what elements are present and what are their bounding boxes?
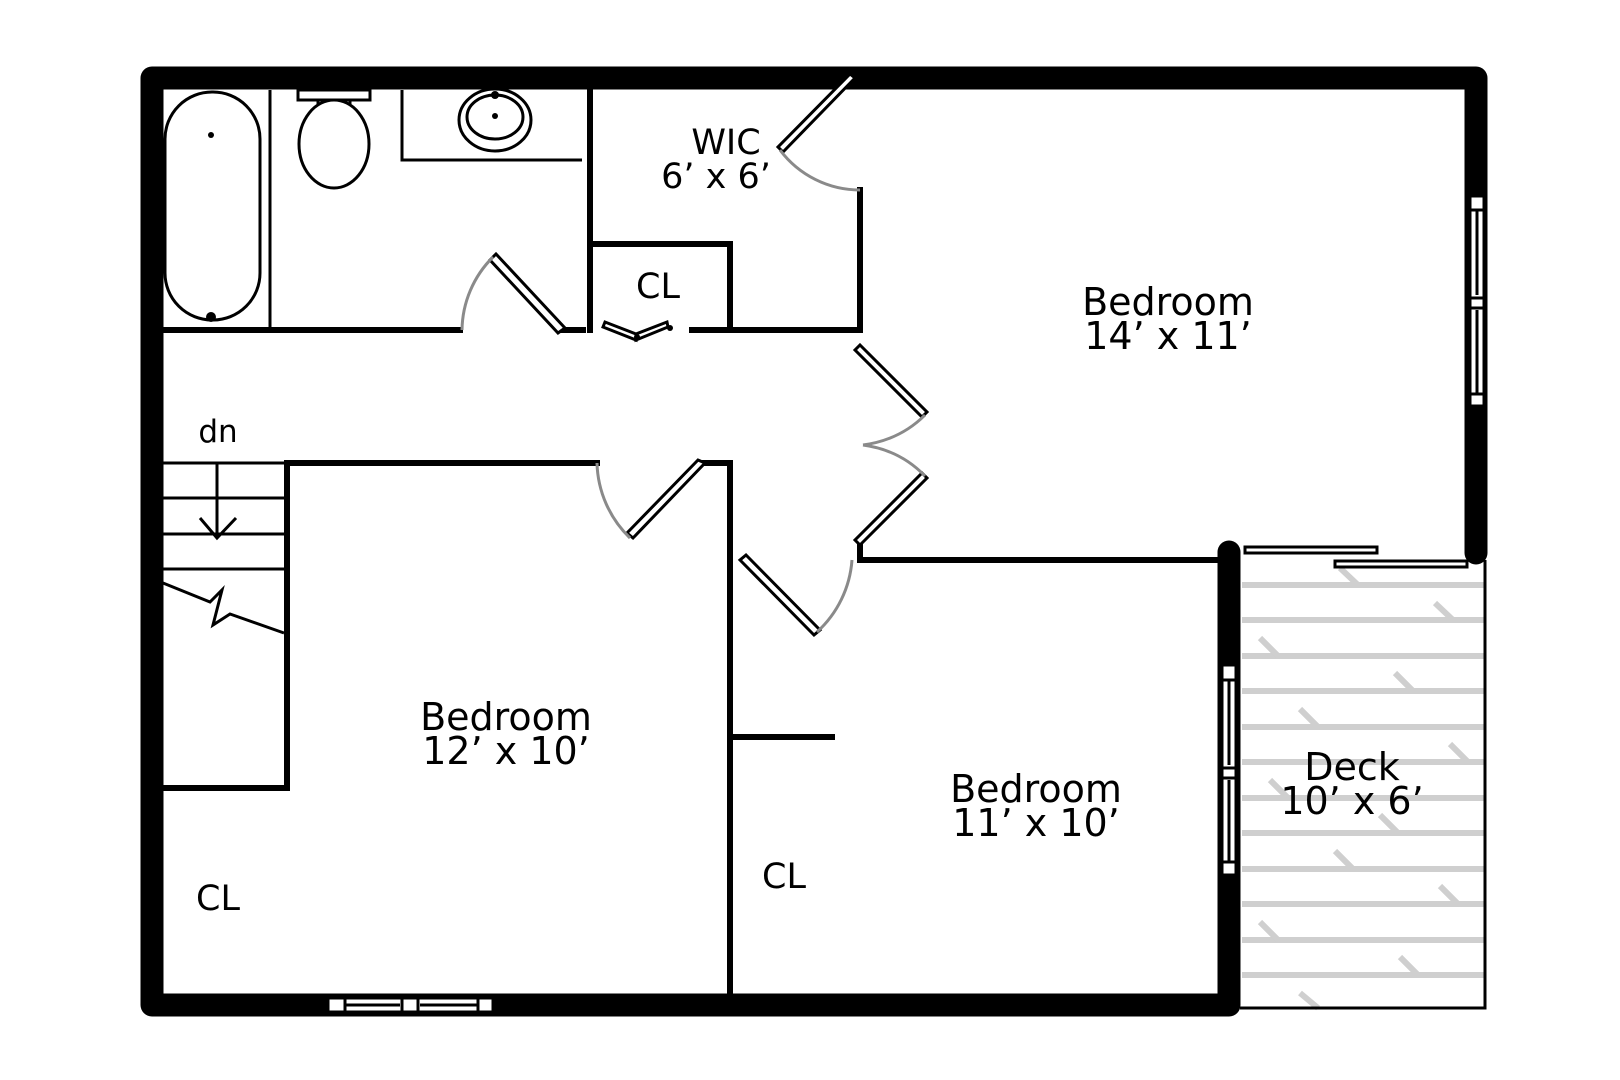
wic-door [775,71,861,192]
wic-size: 6’ x 6’ [661,157,771,197]
deck-name: Deck [1304,745,1400,789]
right-bedroom-door [737,552,854,638]
bathtub [163,90,272,328]
interior-walls [157,87,1225,1003]
master-bedroom-name: Bedroom [1082,280,1254,324]
labels: WIC 6’ x 6’ CL Bedroom 14’ x 11’ dn Bedr… [196,123,1424,919]
left-bedroom-door [595,458,708,541]
left-closet-label: CL [196,879,240,919]
stairs-down-label: dn [198,414,237,450]
bathroom [163,87,582,328]
doors [460,71,1469,638]
deck-planks [1242,565,1485,1011]
left-bedroom-window [326,996,495,1014]
vanity-sink [400,87,582,162]
stair-break-line [162,581,285,635]
right-bedroom-name: Bedroom [950,767,1122,811]
hall-closet-label: CL [636,267,680,307]
deck [1240,560,1487,1011]
master-bedroom-size: 14’ x 11’ [1084,314,1252,358]
stairs [162,461,285,635]
right-bedroom-window [1220,663,1238,877]
windows [326,194,1486,1014]
wic-name: WIC [691,123,760,163]
deck-sliding-door [1243,545,1469,569]
left-bedroom-name: Bedroom [420,695,592,739]
master-window [1468,194,1486,408]
bathroom-door [460,251,568,335]
master-bedroom-double-door [852,342,930,548]
exterior-walls [140,66,1488,1017]
deck-size: 10’ x 6’ [1280,779,1423,823]
closet-bifold-door [601,319,673,343]
toilet [296,88,372,190]
right-closet-label: CL [762,857,806,897]
left-bedroom-size: 12’ x 10’ [422,729,590,773]
right-bedroom-size: 11’ x 10’ [952,801,1120,845]
